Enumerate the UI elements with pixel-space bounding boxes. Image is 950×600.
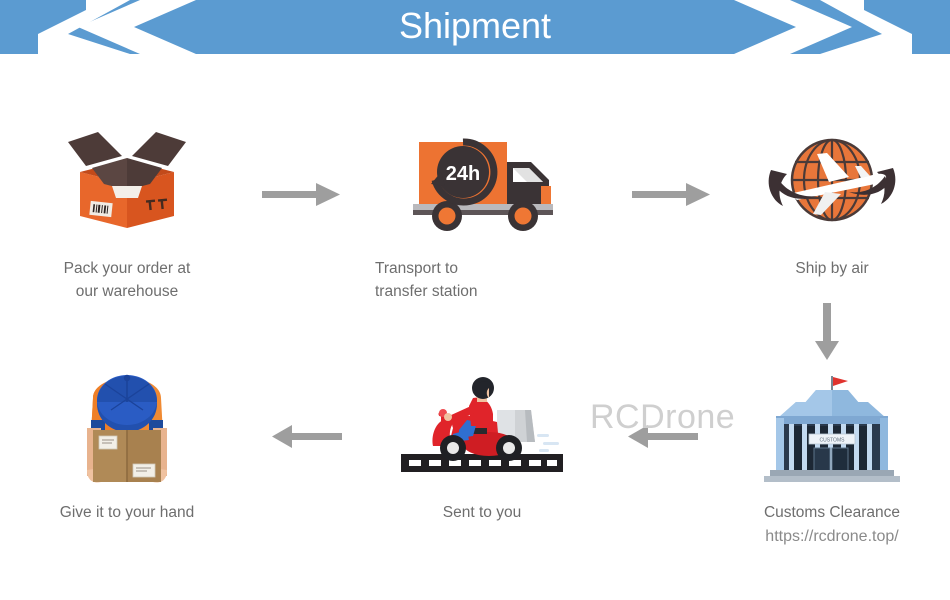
arrow-left-icon: [272, 422, 342, 457]
step-give-to-hand: Give it to your hand: [0, 372, 267, 524]
arrow-down-icon: [812, 303, 842, 366]
step-label-customs-clearance: Customs Clearance: [763, 504, 901, 521]
svg-text:CUSTOMS: CUSTOMS: [820, 438, 846, 444]
arrow-right-icon: [632, 180, 712, 215]
step-customs-clearance: CUSTOMS Customs Clearance https://rcdron…: [692, 372, 950, 549]
step-transport: 24h Transport to transfer station: [347, 128, 627, 303]
svg-text:24h: 24h: [445, 163, 479, 185]
chevron-left-icon: [38, 0, 178, 54]
step-label-give-to-hand: Give it to your hand: [59, 504, 195, 521]
delivery-truck-24h-icon: 24h: [347, 128, 627, 243]
courier-carrying-box-icon: [0, 372, 267, 487]
chevron-right-inner-icon: [732, 0, 872, 54]
step-label-transport: Transport to transfer station: [375, 260, 478, 300]
open-cardboard-box-icon: [0, 128, 267, 243]
shop-url: https://rcdrone.top/: [765, 528, 899, 545]
step-pack-order: Pack your order at our warehouse: [0, 128, 267, 303]
step-ship-by-air: Ship by air: [692, 128, 950, 280]
step-label-ship-by-air: Ship by air: [795, 260, 869, 277]
step-label-sent-to-you: Sent to you: [442, 504, 522, 521]
page-title: Shipment: [398, 5, 552, 46]
delivery-scooter-icon: [342, 372, 622, 487]
globe-airplane-icon: [692, 128, 950, 243]
header-banner: Shipment: [0, 0, 950, 54]
step-sent-to-you: Sent to you: [342, 372, 622, 524]
arrow-right-icon: [262, 180, 342, 215]
chevron-right-icon: [772, 0, 912, 54]
chevron-left-inner-icon: [78, 0, 218, 54]
customs-building-icon: CUSTOMS: [692, 372, 950, 487]
step-label-pack-order: Pack your order at our warehouse: [63, 260, 191, 300]
arrow-left-icon: [628, 422, 698, 457]
